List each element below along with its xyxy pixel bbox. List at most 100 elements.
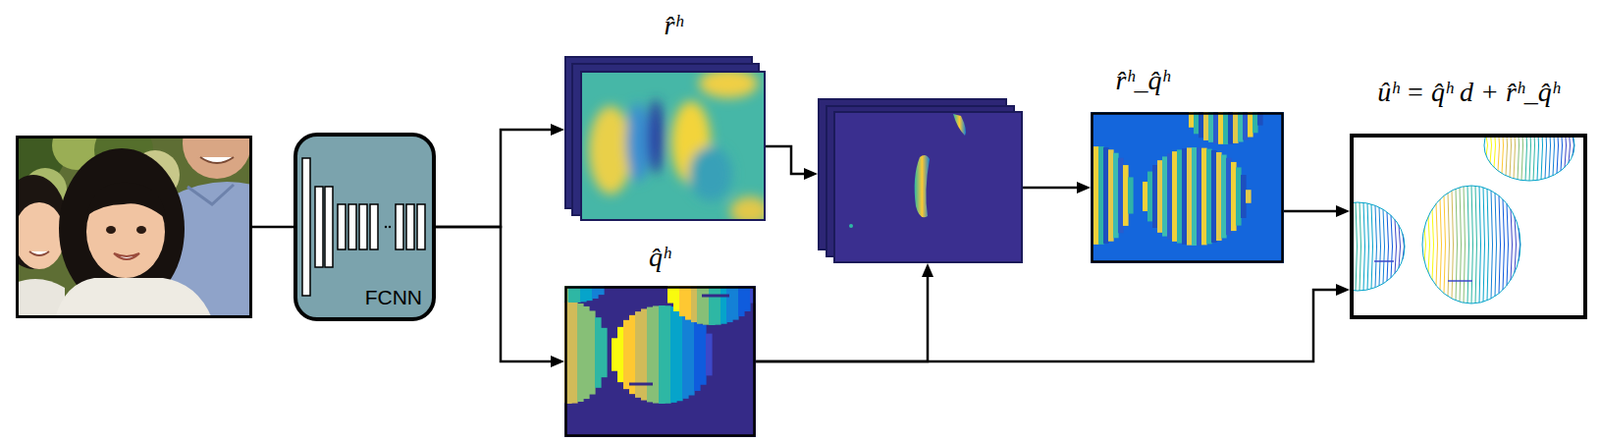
contour-line bbox=[1493, 133, 1496, 167]
contour-outline bbox=[1484, 133, 1575, 181]
contour-line bbox=[1487, 188, 1490, 301]
contour-line bbox=[1533, 133, 1536, 181]
stripe bbox=[611, 337, 619, 371]
contour-line bbox=[1505, 133, 1508, 176]
contour-line bbox=[1383, 209, 1386, 284]
mouth-line bbox=[1447, 279, 1473, 282]
residual-map-stack: r̂ʰ bbox=[564, 55, 766, 221]
contour-line bbox=[1514, 216, 1517, 273]
stripe bbox=[1103, 147, 1110, 244]
stripe bbox=[696, 285, 704, 324]
contour-line bbox=[1467, 185, 1470, 304]
contour-outline bbox=[1349, 202, 1405, 291]
arrow-head bbox=[1076, 181, 1091, 194]
stripe bbox=[1218, 111, 1225, 145]
flow-arrow bbox=[252, 226, 294, 228]
selected-residual-map: r̂ʰ_q̂ʰ bbox=[1090, 111, 1284, 264]
stripe bbox=[726, 285, 734, 322]
contour-line bbox=[1432, 209, 1435, 280]
contour-line bbox=[1498, 195, 1501, 293]
contour-line bbox=[1463, 186, 1466, 303]
contour-line bbox=[1451, 190, 1454, 299]
stripe bbox=[1235, 166, 1242, 225]
segmentation-map: q̂ʰ bbox=[564, 285, 756, 437]
contour-line bbox=[1537, 133, 1540, 180]
contour-line bbox=[1541, 133, 1544, 180]
contour-line bbox=[1428, 216, 1431, 273]
connector-line bbox=[1022, 186, 1080, 190]
stripe bbox=[1176, 149, 1183, 243]
stripe bbox=[693, 318, 701, 391]
stripe bbox=[1201, 148, 1208, 246]
contour-line bbox=[1568, 133, 1571, 163]
contour-line bbox=[1424, 227, 1427, 262]
arrow-head bbox=[550, 123, 565, 136]
flow-arrow bbox=[435, 123, 565, 227]
stripe bbox=[658, 305, 666, 404]
flow-arrow bbox=[1283, 205, 1350, 217]
stripe bbox=[1162, 156, 1169, 236]
input-photo bbox=[15, 135, 253, 319]
stripe bbox=[699, 323, 707, 385]
stripe bbox=[1196, 147, 1203, 246]
connector-line bbox=[755, 289, 1339, 362]
stripe bbox=[594, 317, 602, 388]
stripe bbox=[1252, 111, 1259, 133]
contour-line bbox=[1375, 205, 1378, 287]
stripe bbox=[664, 305, 672, 404]
contour-line bbox=[1556, 133, 1559, 174]
masked-residual-stack bbox=[817, 98, 1023, 264]
flow-arrow bbox=[755, 263, 934, 362]
contour-line bbox=[1502, 199, 1505, 290]
contour-line bbox=[1440, 199, 1442, 290]
flow-arrow bbox=[755, 283, 1350, 362]
contour-line bbox=[1564, 133, 1567, 167]
connector-line bbox=[435, 226, 554, 362]
arrow-head bbox=[803, 167, 818, 180]
connector-line bbox=[765, 146, 807, 174]
stripe bbox=[583, 306, 590, 399]
stripe bbox=[1223, 111, 1229, 145]
contour-line bbox=[1545, 133, 1547, 179]
input-photo bbox=[15, 135, 253, 319]
contour-line bbox=[1355, 202, 1358, 291]
contour-line bbox=[1479, 186, 1482, 303]
stripe bbox=[1237, 111, 1244, 143]
fcnn-block: FCNN bbox=[293, 132, 436, 321]
contour-line bbox=[1371, 204, 1374, 289]
stripe bbox=[1203, 111, 1210, 141]
contour-line bbox=[1506, 203, 1509, 285]
map-label: ûʰ = q̂ʰ d + r̂ʰ_q̂ʰ bbox=[1377, 75, 1559, 109]
stripe bbox=[1152, 164, 1159, 228]
contour-line bbox=[1517, 133, 1520, 180]
stripe bbox=[1191, 147, 1198, 246]
stripe bbox=[705, 333, 713, 376]
stripe bbox=[600, 327, 608, 377]
stripe bbox=[1221, 155, 1227, 239]
stripe bbox=[571, 301, 579, 403]
contour-line bbox=[1443, 195, 1446, 293]
flow-arrow bbox=[435, 226, 565, 368]
contour-line bbox=[1394, 219, 1397, 274]
stripe bbox=[617, 326, 625, 382]
contour-line bbox=[1455, 188, 1458, 301]
stripe bbox=[623, 320, 631, 389]
stripe bbox=[1127, 176, 1134, 214]
selected-residual-map bbox=[1090, 111, 1284, 264]
contour-line bbox=[1521, 133, 1524, 180]
connector-line bbox=[755, 273, 928, 362]
stripe bbox=[652, 305, 660, 403]
connector-line bbox=[1283, 210, 1339, 214]
contour-line bbox=[1497, 133, 1500, 171]
map-label: q̂ʰ bbox=[648, 240, 671, 274]
arrow-head bbox=[1335, 283, 1350, 296]
residual-map-stack bbox=[564, 55, 766, 221]
output-surface bbox=[1349, 133, 1588, 320]
flow-arrow bbox=[1022, 181, 1091, 194]
stripe bbox=[714, 285, 722, 325]
contour-line bbox=[1359, 202, 1362, 291]
connector-line bbox=[435, 129, 554, 227]
stripe bbox=[1240, 174, 1247, 218]
stripe bbox=[1226, 158, 1232, 235]
stripe bbox=[708, 285, 716, 325]
